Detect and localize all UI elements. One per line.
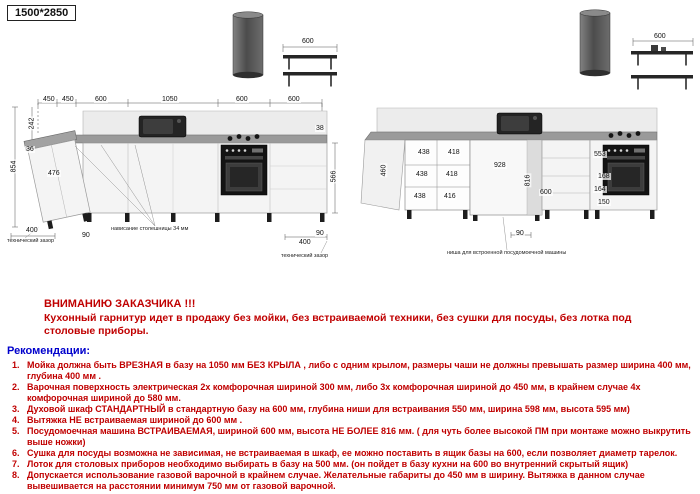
wall-shelves [283,55,337,87]
dimension-label: 600 [94,96,108,103]
dimension-label: 600 [287,96,301,103]
dimension-lines [10,44,338,240]
recommendation-number: 3. [12,403,20,414]
recommendation-text: Сушка для посуды возможна не зависимая, … [27,447,678,458]
countertop [68,134,328,144]
cooktop [227,134,260,141]
annotation-label: технический зазор [7,238,55,245]
recommendation-text: Лоток для столовых приборов необходимо в… [27,458,629,469]
dimension-label: 600 [235,96,249,103]
dimension-label: 438 [417,149,431,156]
dimension-label: 600 [301,38,315,45]
dimension-label: 416 [443,193,457,200]
wall-shelves [631,45,693,90]
recommendation-number: 6. [12,447,20,458]
cabinet-feet [407,210,655,221]
customer-warning: ВНИМАНИЮ ЗАКАЗЧИКА !!! Кухонный гарнитур… [44,298,644,338]
dimension-label: 38 [315,125,325,132]
leader-line [502,216,508,251]
recommendation-number: 5. [12,425,20,436]
dimension-label: 418 [445,171,459,178]
base-cabinets [82,142,328,222]
dimension-label: 854 [10,159,18,174]
warning-title: ВНИМАНИЮ ЗАКАЗЧИКА !!! [44,298,196,310]
recommendation-text: Мойка должна быть ВРЕЗНАЯ в базу на 1050… [27,360,691,381]
dimension-label: 90 [315,230,325,237]
hood-cylinder-icon [232,11,264,79]
dimension-label: 476 [47,170,61,177]
drawer-cabinet [541,139,591,211]
right-kitchen-drawing: 600 460 438 418 438 418 438 416 928 816 600 553 168 1… [355,5,700,270]
annotation-label: нависание столешницы 34 мм [111,226,189,233]
dimension-label: 553 [593,151,607,158]
size-text: 1500*2850 [15,7,69,19]
dimension-label: 168 [597,173,611,180]
backsplash [82,110,328,136]
dimension-label: 460 [380,163,388,178]
recommendation-number: 4. [12,414,20,425]
recommendation-number: 2. [12,381,20,392]
overall-size-label: 1500*2850 [7,5,77,21]
annotation-label: ниша для встроенной посудомоечной машины [447,250,567,257]
dimension-label: 566 [330,169,338,184]
right-drawing-canvas [360,9,694,251]
dimension-label: 164 [593,186,607,193]
recommendation-item: 5. Посудомоечная машина ВСТРАИВАЕМАЯ, ши… [12,426,692,448]
recommendations-heading: Рекомендации: [7,345,91,357]
hood-cylinder-icon [579,9,611,77]
recommendation-text: Посудомоечная машина ВСТРАИВАЕМАЯ, ширин… [27,425,691,447]
dimension-label: 450 [42,96,56,103]
dimension-label: 928 [493,162,507,169]
dimension-label: 600 [653,33,667,40]
dimension-label: 150 [597,199,611,206]
recommendation-item: 3. Духовой шкаф СТАНДАРТНЫЙ в стандартну… [12,404,692,415]
sink [138,115,187,138]
recommendation-text: Варочная поверхность электрическая 2х ко… [27,381,641,403]
recommendation-text: Допускается использование газовой варочн… [27,469,645,491]
dimension-label: 816 [524,173,532,188]
recommendation-item: 1. Мойка должна быть ВРЕЗНАЯ в базу на 1… [12,360,692,382]
dimension-label: 36 [25,146,35,153]
cooktop [608,131,641,138]
dimension-label: 90 [81,232,91,239]
dimension-label: 242 [28,116,36,131]
sink [496,112,543,135]
warning-body: Кухонный гарнитур идет в продажу без мой… [44,312,632,338]
dimension-label: 1050 [161,96,179,103]
dimension-label: 438 [413,193,427,200]
recommendation-text: Вытяжка НЕ встраиваемая шириной до 600 м… [27,414,243,425]
dimension-label: 400 [25,227,39,234]
oven [220,144,268,196]
dimension-label: 438 [415,171,429,178]
dimension-label: 90 [515,230,525,237]
recommendation-number: 8. [12,469,20,480]
recommendation-text: Духовой шкаф СТАНДАРТНЫЙ в стандартную б… [27,403,630,414]
recommendation-item: 4. Вытяжка НЕ встраиваемая шириной до 60… [12,415,692,426]
recommendation-item: 6. Сушка для посуды возможна не зависима… [12,448,692,459]
oven [602,144,650,196]
left-drawing-canvas [10,11,338,254]
dimension-label: 450 [61,96,75,103]
dimension-label: 400 [298,239,312,246]
recommendation-number: 7. [12,458,20,469]
dimension-label: 600 [539,189,553,196]
recommendations-list: 1. Мойка должна быть ВРЕЗНАЯ в базу на 1… [12,360,692,492]
dimension-label: 418 [447,149,461,156]
notes-section: ВНИМАНИЮ ЗАКАЗЧИКА !!! Кухонный гарнитур… [0,298,700,492]
recommendation-item: 2. Варочная поверхность электрическая 2х… [12,382,692,404]
annotation-label: технический зазор [281,253,329,260]
return-cabinet [23,130,91,230]
recommendation-item: 7. Лоток для столовых приборов необходим… [12,459,692,470]
recommendation-number: 1. [12,360,20,370]
recommendation-item: 8. Допускается использование газовой вар… [12,470,692,492]
